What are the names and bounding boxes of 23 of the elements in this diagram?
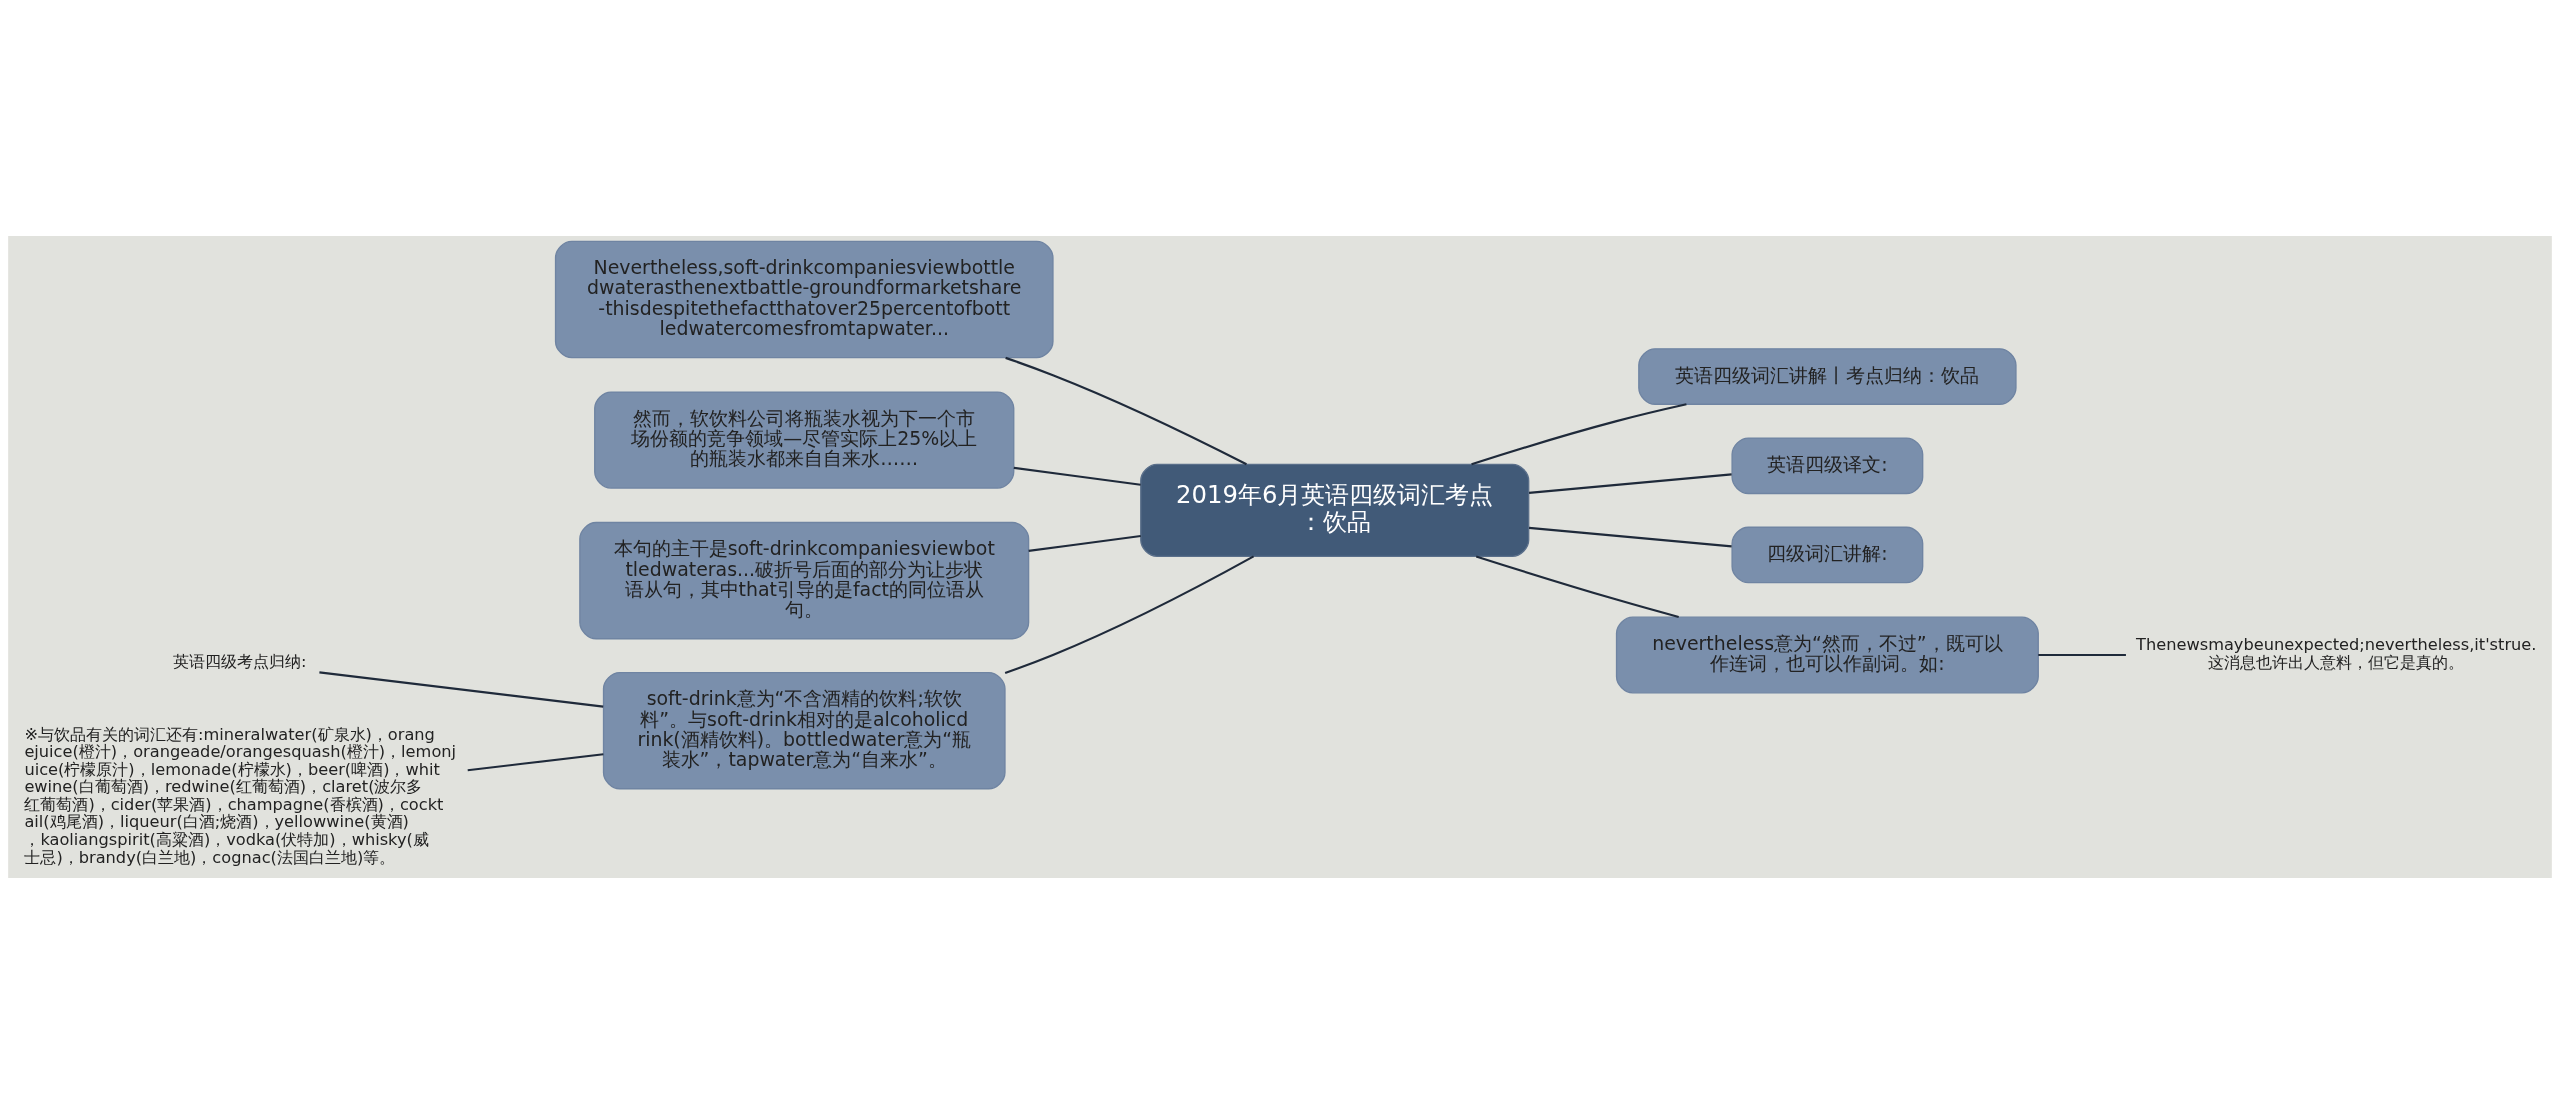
node-box: Nevertheless,soft-drinkcompaniesviewbottledwaterasthenextbattle-groundformarketshare-thisdespitethefactthatover25percentofbottledwatercomesfromtapwater... — [554, 240, 1054, 358]
node-box: 然而，软饮料公司将瓶装水视为下一个市场份额的竞争领域—尽管实际上25%以上的瓶装水都来自自来水…… — [594, 390, 1015, 489]
connector — [1528, 526, 1732, 547]
connector — [2038, 653, 2126, 656]
node-box: nevertheless意为“然而，不过”，既可以作连词，也可以作副词。如: — [1615, 615, 2039, 693]
node-box: soft-drink意为“不含酒精的饮料;软饮料”。与soft-drink相对的是alcoholicdrink(酒精饮料)。bottledwater意为“瓶装水”，tapwater意为“自来水”。 — [602, 671, 1006, 789]
connector — [1005, 356, 1247, 465]
connector — [1528, 472, 1732, 494]
node-box: 英语四级词汇讲解丨考点归纳：饮品 — [1638, 347, 2017, 405]
node-box: 本句的主干是soft-drinkcompaniesviewbottledwateras...破折号后面的部分为让步状语从句，其中that引导的是fact的同位语从句。 — [579, 521, 1030, 639]
node-text: 英语四级考点归纳: — [173, 651, 307, 671]
node-box: 2019年6月英语四级词汇考点：饮品 — [1140, 463, 1530, 557]
node-box: 英语四级译文: — [1731, 436, 1924, 494]
connector — [1475, 554, 1679, 618]
connector — [319, 670, 604, 708]
node-text: Thenewsmaybeunexpected;nevertheless,it'strue.这消息也许出人意料，但它是真的。 — [2136, 634, 2537, 672]
connector — [467, 752, 604, 771]
connector — [1471, 402, 1687, 465]
connector — [1028, 534, 1141, 552]
connector — [1004, 554, 1255, 674]
connector — [1013, 466, 1141, 486]
node-box: 四级词汇讲解: — [1731, 526, 1924, 583]
node-text: ※与饮品有关的词汇还有:mineralwater(矿泉水)，orangejuice(橙汁)，orangeade/orangesquash(橙汁)，lemonjuice(柠檬原汁)，lemonade(柠檬水)，beer(啤酒)，whitewine(白葡萄酒)，redwine(红葡萄酒)，claret(波尔多红葡萄酒)，cider(苹果酒)，champagne(香槟酒)，cocktail(鸡尾酒)，liqueur(白酒;烧酒)，yellowwine(黄酒)，kaoliangspirit(高粱酒)，vodka(伏特加)，whisky(威士忌)，brandy(白兰地)，cognac(法国白兰地)等。 — [24, 724, 457, 867]
